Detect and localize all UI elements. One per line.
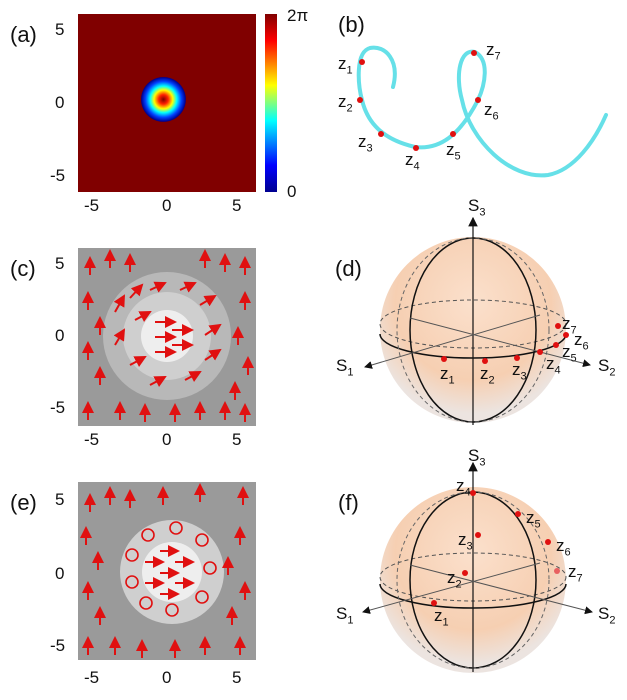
- colorbar-min: 0: [287, 182, 297, 201]
- f-point-label: z7: [568, 562, 583, 585]
- panel-a-phase-map: [78, 14, 277, 192]
- d-point-label: z5: [562, 342, 577, 365]
- b-point-label: z7: [486, 40, 501, 63]
- e-xtick: 5: [232, 668, 242, 687]
- colorbar-max: 2π: [287, 6, 309, 25]
- a-ytick: -5: [50, 166, 66, 185]
- f-point-label: z3: [458, 530, 473, 553]
- c-xtick: -5: [84, 430, 100, 449]
- panel-c-vector-field: [78, 248, 256, 426]
- d-point-label: z2: [480, 364, 495, 387]
- f-axis-s1: S1: [336, 604, 354, 627]
- panel-f-poincare-sphere: [362, 461, 593, 673]
- panel-label-b: (b): [338, 12, 365, 37]
- panel-label-d: (d): [335, 256, 362, 281]
- e-ytick: -5: [50, 636, 66, 655]
- b-point-label: z4: [405, 150, 420, 173]
- e-xtick: -5: [84, 668, 100, 687]
- d-point-label: z6: [574, 330, 589, 353]
- colorbar: [265, 14, 277, 192]
- a-xtick: 0: [162, 196, 172, 215]
- d-axis-s2: S2: [598, 356, 616, 379]
- panel-b-helix: [356, 45, 608, 178]
- f-point-label: z1: [434, 606, 449, 629]
- c-ytick: 5: [55, 254, 65, 273]
- b-point-label: z3: [358, 132, 373, 155]
- c-ytick: 0: [55, 326, 65, 345]
- d-axis-s3: S3: [468, 196, 486, 219]
- panel-label-f: (f): [338, 490, 359, 515]
- f-axis-s2: S2: [598, 604, 616, 627]
- f-point-label: z5: [526, 508, 541, 531]
- c-ytick: -5: [50, 398, 66, 417]
- a-ytick: 0: [55, 93, 65, 112]
- f-point-label: z6: [556, 536, 571, 559]
- c-xtick: 5: [232, 430, 242, 449]
- panel-label-a: (a): [10, 22, 37, 47]
- b-point-label: z1: [338, 54, 353, 77]
- e-xtick: 0: [162, 668, 172, 687]
- d-point-label: z4: [546, 354, 561, 377]
- panel-label-e: (e): [10, 490, 37, 515]
- panel-b-points: [357, 50, 481, 151]
- d-point-label: z3: [512, 360, 527, 383]
- d-axis-s1: S1: [336, 356, 354, 379]
- d-point-label: z7: [562, 314, 577, 337]
- c-xtick: 0: [162, 430, 172, 449]
- a-ytick: 5: [55, 20, 65, 39]
- panel-label-c: (c): [10, 256, 36, 281]
- d-point-label: z1: [440, 364, 455, 387]
- f-point-label: z2: [447, 568, 462, 591]
- circular-polarization-icons: [125, 521, 217, 617]
- b-point-label: z5: [446, 140, 461, 163]
- f-axis-s3: S3: [468, 446, 486, 469]
- e-ytick: 5: [55, 490, 65, 509]
- panel-e-vector-field: [78, 482, 256, 660]
- b-point-label: z6: [484, 100, 499, 123]
- a-xtick: -5: [84, 196, 100, 215]
- b-point-label: z2: [338, 92, 353, 115]
- e-ytick: 0: [55, 564, 65, 583]
- a-xtick: 5: [232, 196, 242, 215]
- f-point-label: z4: [456, 476, 471, 499]
- panel-d-poincare-sphere: [364, 216, 591, 425]
